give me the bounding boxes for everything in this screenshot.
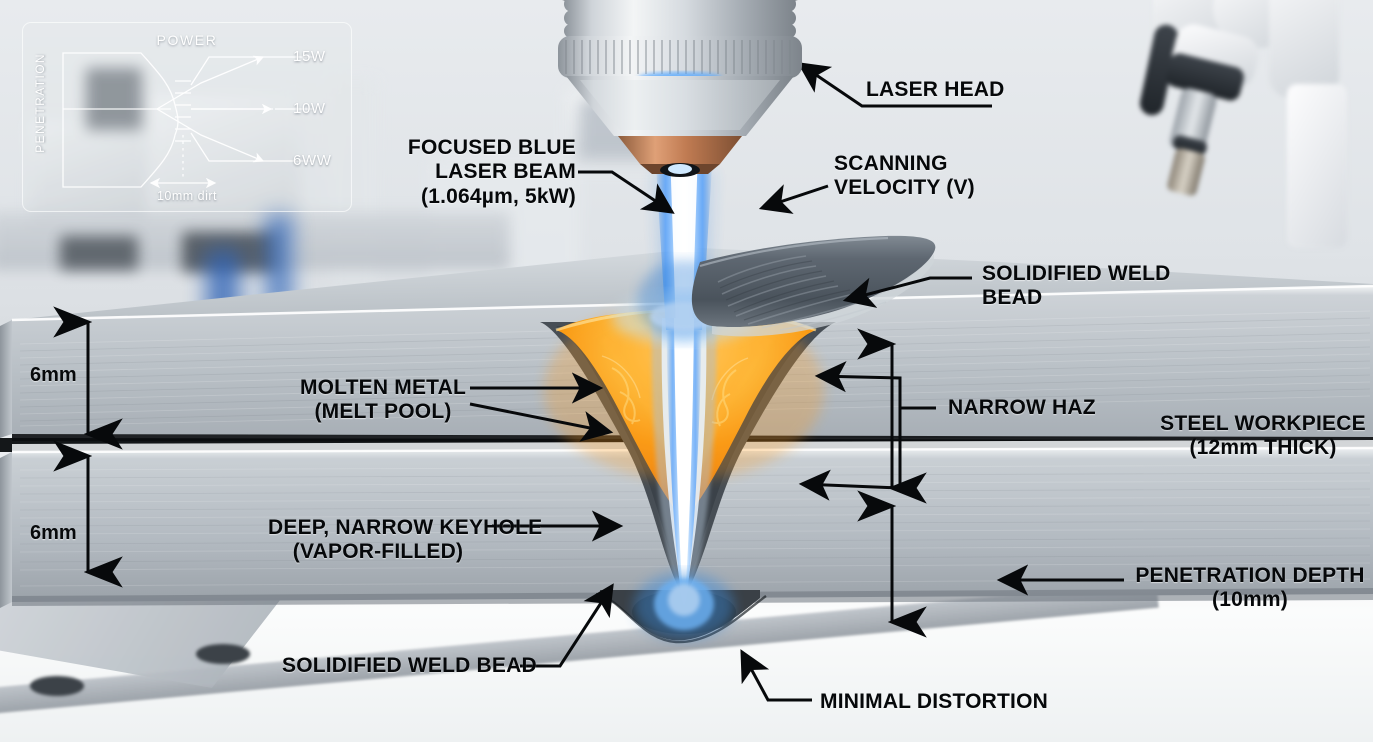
label-focused-beam-l1: FOCUSED BLUE — [407, 136, 576, 159]
label-narrow-haz: NARROW HAZ — [948, 396, 1096, 419]
label-focused-beam-l3: (1.064µm, 5kW) — [421, 184, 576, 208]
inset-title: POWER — [156, 32, 218, 48]
lab-dark-box-a — [60, 236, 138, 270]
label-bead-top-l2: BEAD — [982, 286, 1043, 310]
label-focused-beam-group: FOCUSED BLUE LASER BEAM (1.064µm, 5kW) — [406, 136, 576, 209]
label-keyhole-l1: DEEP, NARROW KEYHOLE — [268, 516, 543, 539]
label-keyhole-group: DEEP, NARROW KEYHOLE (VAPOR-FILLED) — [268, 516, 543, 565]
laser-head-assembly[interactable] — [520, 0, 840, 190]
label-steel-workpiece-l1: STEEL WORKPIECE — [1160, 412, 1366, 435]
dim-label-upper-plate: 6mm — [30, 364, 77, 386]
lab-blue-equipment-a — [206, 250, 240, 340]
table-foot-right — [196, 644, 250, 664]
label-penetration-depth-group: PENETRATION DEPTH (10mm) — [1128, 564, 1372, 613]
label-minimal-distortion: MINIMAL DISTORTION — [820, 690, 1048, 713]
inset-caption: 10mm dirt — [156, 189, 218, 203]
robot-tool-tip — [1166, 147, 1206, 197]
label-keyhole-l2: (VAPOR-FILLED) — [292, 540, 464, 564]
label-focused-beam-l2: LASER BEAM — [435, 160, 576, 184]
table-foot-left — [30, 676, 84, 696]
label-melt-pool-l1: MOLTEN METAL — [299, 376, 467, 399]
lab-blue-equipment-b — [266, 214, 292, 310]
label-scanning-velocity-l1: SCANNING — [834, 152, 948, 175]
inset-level-10w: 10W — [293, 100, 326, 117]
label-melt-pool-group: MOLTEN METAL (MELT POOL) — [298, 376, 468, 425]
robot-base-column — [1287, 84, 1347, 248]
label-scanning-velocity-group: SCANNING VELOCITY (V) — [834, 152, 975, 201]
label-bead-bottom: SOLIDIFIED WELD BEAD — [282, 654, 537, 677]
label-melt-pool-l2: (MELT POOL) — [314, 400, 452, 424]
label-penetration-depth-l1: PENETRATION DEPTH — [1135, 564, 1365, 587]
robot-arm — [1117, 0, 1367, 248]
label-steel-workpiece-group: STEEL WORKPIECE (12mm THICK) — [1158, 412, 1368, 461]
label-bead-top-l1: SOLIDIFIED WELD — [982, 262, 1171, 285]
robot-link-b — [1269, 0, 1339, 98]
inset-level-15w: 15W — [293, 48, 326, 65]
label-penetration-depth-l2: (10mm) — [1212, 588, 1288, 612]
dim-label-lower-plate: 6mm — [30, 522, 77, 544]
label-bead-top-group: SOLIDIFIED WELD BEAD — [982, 262, 1171, 311]
label-steel-workpiece-l2: (12mm THICK) — [1189, 436, 1337, 460]
power-penetration-inset-chart[interactable]: POWER PENETRATION — [22, 22, 352, 212]
label-scanning-velocity-l2: VELOCITY (V) — [834, 176, 975, 200]
label-laser-head: LASER HEAD — [866, 78, 1005, 101]
inset-level-6ww: 6WW — [293, 152, 332, 169]
